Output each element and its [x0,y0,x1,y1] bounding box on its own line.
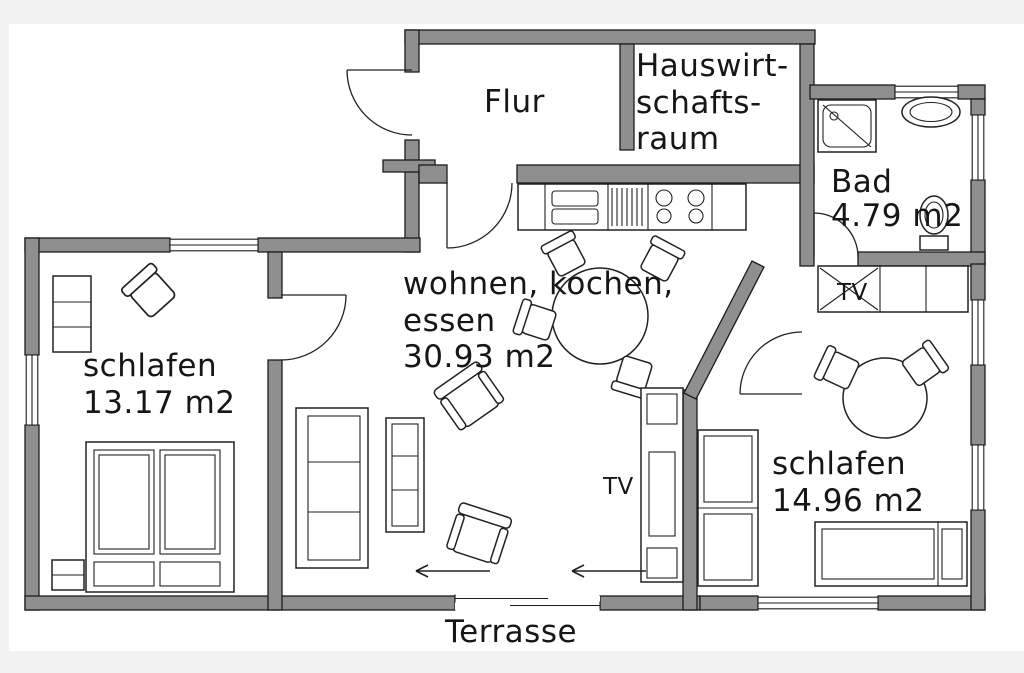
kitchen-counter [517,183,747,231]
diagonal-wall [683,260,765,400]
room-label-schlafen-rechts: schlafen 14.96 m2 [772,446,925,519]
window [971,114,985,181]
bedroom-left-furniture [51,261,235,593]
bedroom-table [842,357,928,439]
room-label-flur: Flur [484,84,545,120]
walls [24,29,986,611]
dining-set [511,229,687,401]
sideboard [385,417,425,533]
windows [25,85,985,610]
bedroom-chair [119,261,180,322]
drainer-icon [611,188,643,226]
bedroom-left-door-arc [280,294,347,361]
room-area: 13.17 m2 [83,384,236,421]
armchair [445,501,514,567]
window [25,354,39,426]
window [971,299,985,366]
room-name: schlafen [83,348,218,384]
room-area: 30.93 m2 [403,339,556,376]
entry-door-arc [346,69,413,136]
room-label-line: wohnen, kochen, [403,266,674,302]
terrace-arrow [571,564,646,578]
wall-shelf [52,275,92,353]
room-label-line: schafts- [636,84,762,121]
kitchen-sink-icon [551,190,599,225]
room-label-bad: Bad 4.79 m2 [831,165,963,233]
tv-label-bedroom: TV [837,280,868,306]
sofa [295,407,369,569]
wardrobe [697,429,759,587]
room-name: Bad [831,164,893,200]
tv-shelf [817,265,969,313]
tv-cabinet [640,387,684,583]
living-furniture [295,359,684,583]
washbasin-icon [901,96,961,128]
terrace-arrow [415,564,490,578]
window [971,444,985,511]
room-area: 14.96 m2 [772,482,925,519]
room-label-line: essen [403,302,496,339]
room-label-schlafen-links: schlafen 13.17 m2 [83,348,236,421]
single-bed [814,521,968,587]
toilet-icon [919,195,949,251]
doors [280,69,859,395]
terrace-arrows [415,564,646,578]
room-label-terrasse: Terrasse [445,614,578,650]
room-label-hauswirtschaftsraum: Hauswirt- schafts- raum [636,48,789,158]
room-label-line: Hauswirt- [636,48,789,84]
double-bed [85,441,235,593]
window [757,596,879,610]
bathroom-fixtures [817,96,961,251]
shower-icon [817,99,877,153]
room-label-line: raum [636,121,720,158]
room-area: 4.79 m2 [831,198,964,235]
bedroom-right-furniture [697,265,969,587]
hall-living-door-arc [446,182,513,249]
bathroom-door-arc [813,212,859,258]
window [169,238,259,252]
terrace-sliding-door [454,594,601,610]
stove-burners-icon [655,189,705,224]
bench [51,559,85,591]
room-name: schlafen [772,446,907,482]
bedroom-right-door-arc [739,331,803,395]
room-label-wohnen: wohnen, kochen, essen 30.93 m2 [403,266,674,376]
tv-label-living: TV [603,474,634,500]
